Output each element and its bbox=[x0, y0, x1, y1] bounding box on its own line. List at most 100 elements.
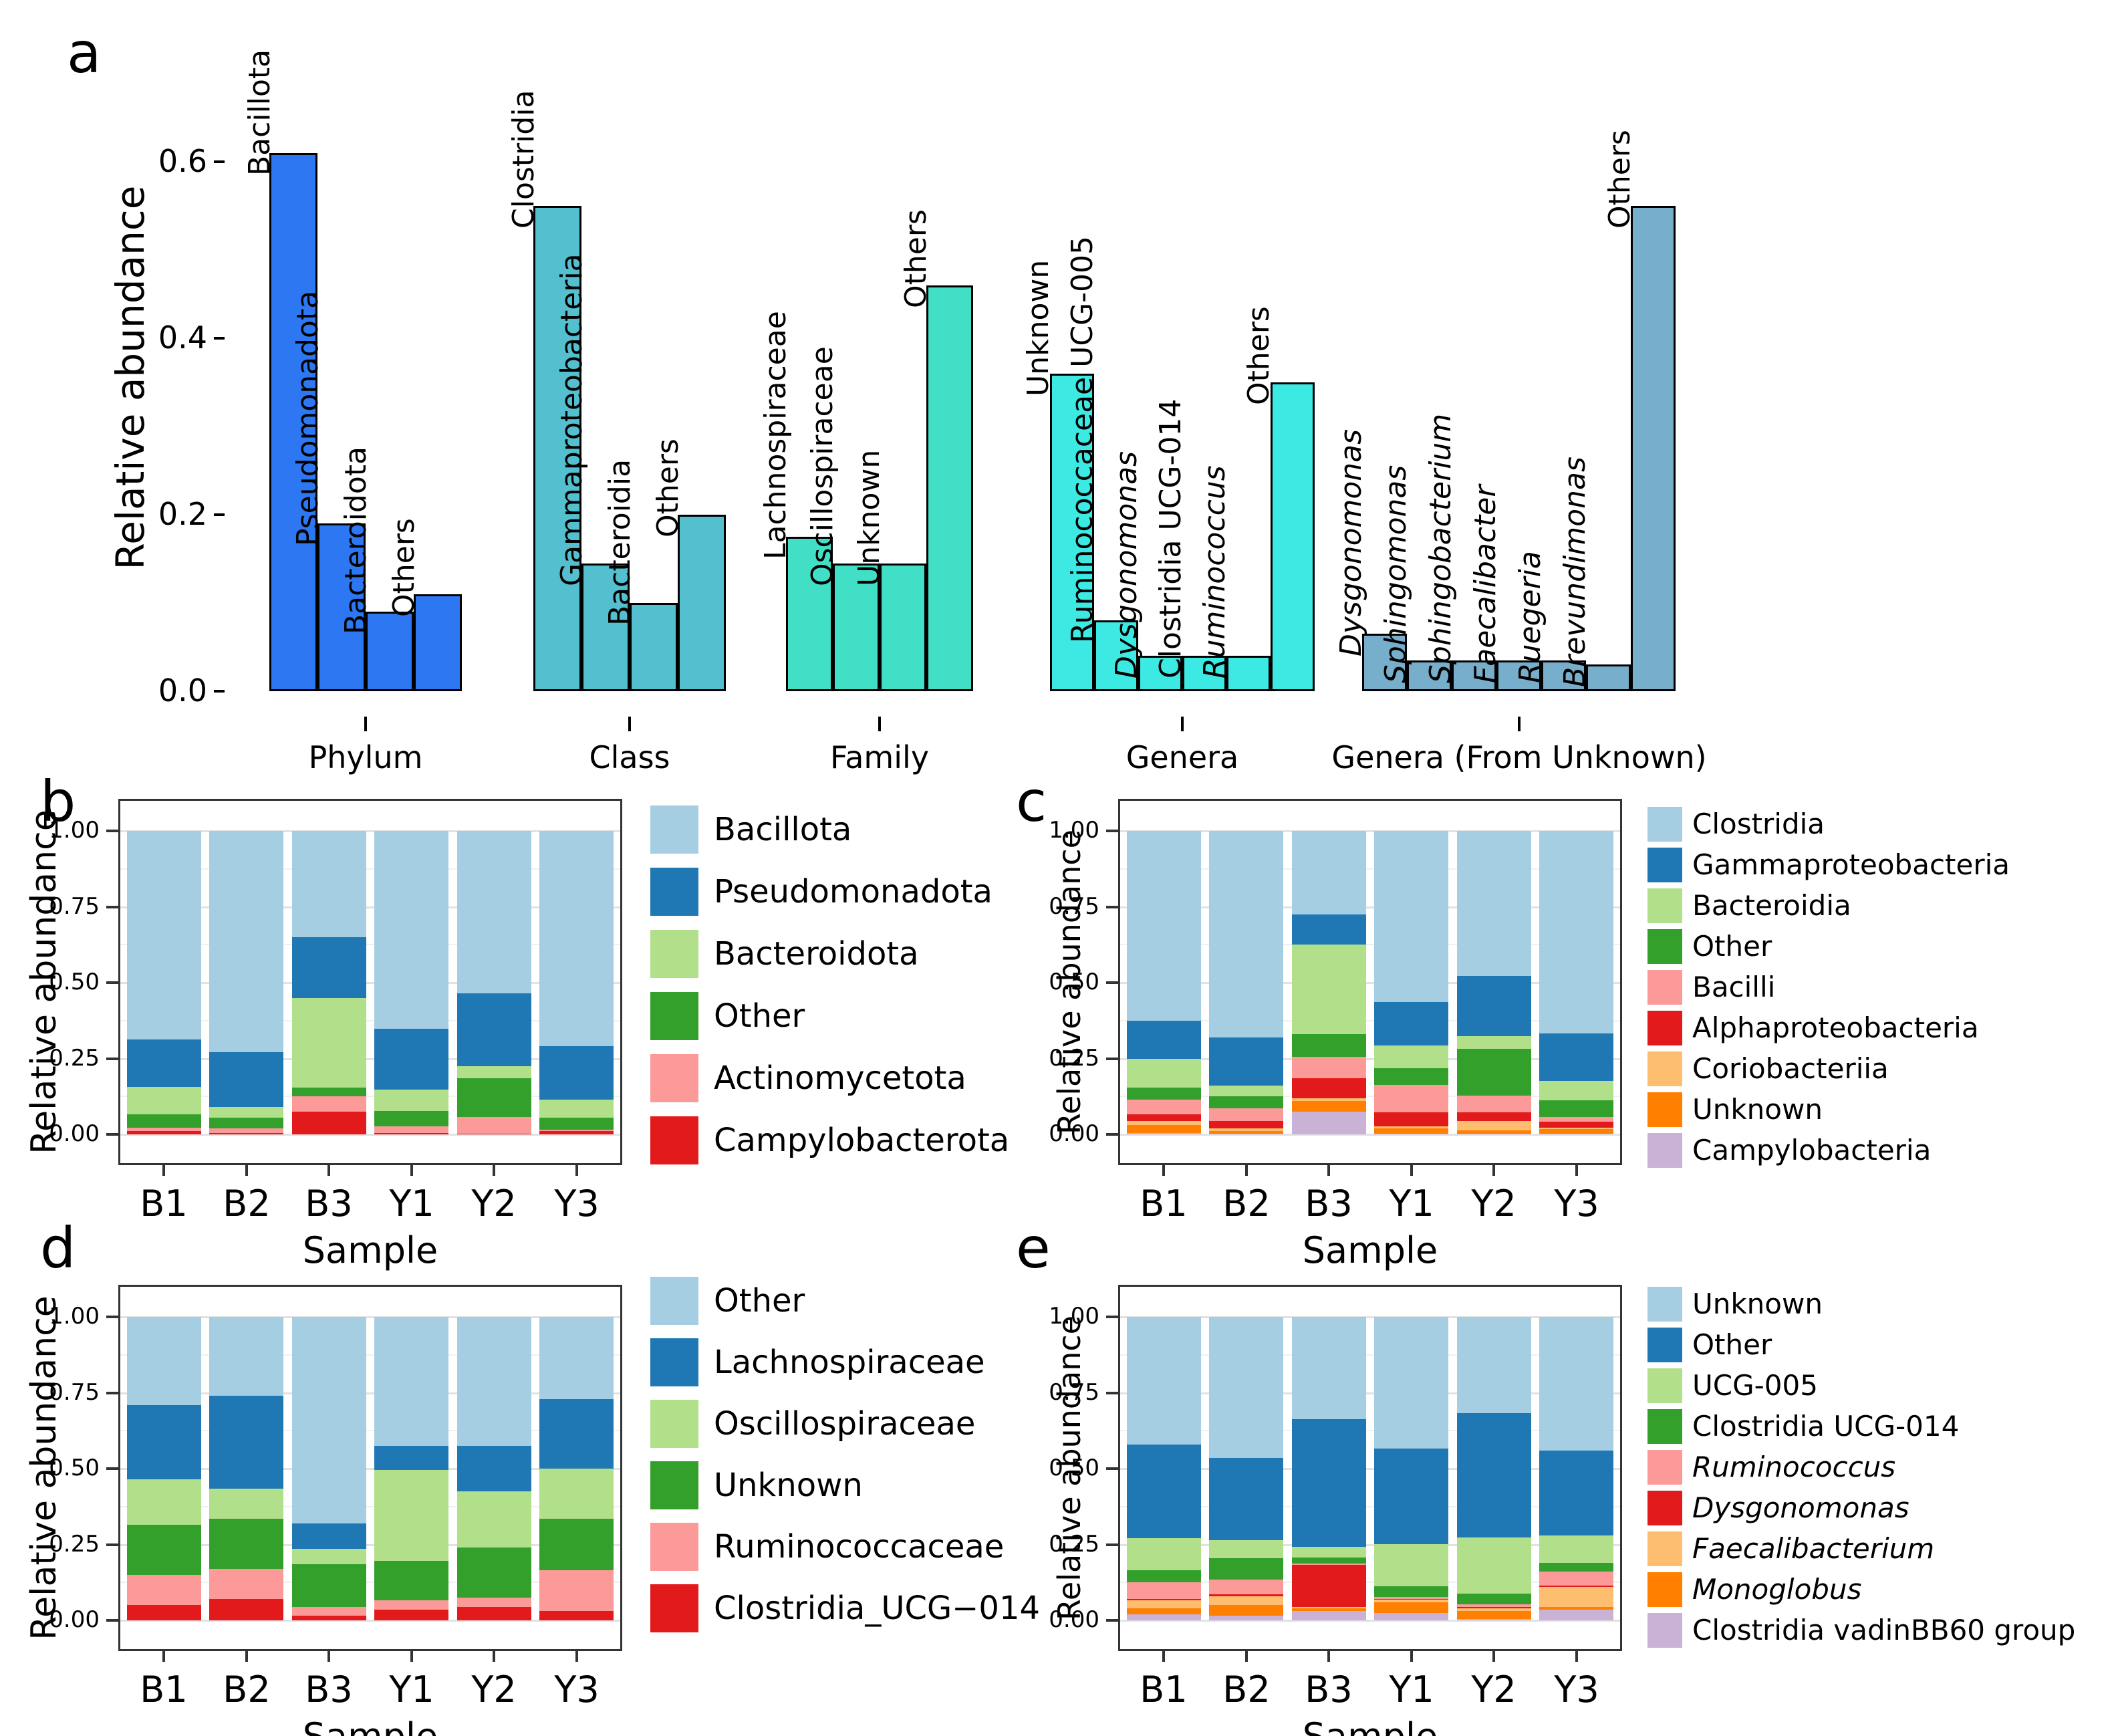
panel-d-major-gridline bbox=[120, 1316, 620, 1318]
legend-e-swatch-clostridia-vadinbb60-group bbox=[1647, 1613, 1682, 1648]
panel-e-bar-B1-segment-unknown bbox=[1127, 1317, 1201, 1445]
panel-a-x-tick-mark bbox=[1518, 717, 1521, 731]
panel-a-bar-label: Others bbox=[387, 518, 421, 617]
panel-e-bar-Y3-segment-ruminococcus bbox=[1539, 1572, 1613, 1586]
panel-d-x-tick-mark bbox=[575, 1651, 578, 1662]
panel-c-y-tick-mark bbox=[1106, 1133, 1118, 1136]
panel-d-y-tick-label: 1.00 bbox=[49, 1303, 100, 1330]
panel-d-bar-Y3-segment-oscillospiraceae bbox=[539, 1469, 614, 1519]
panel-d-minor-gridline bbox=[120, 1582, 620, 1583]
panel-a-bar-others bbox=[1271, 382, 1315, 691]
legend-b-label-other: Other bbox=[714, 997, 805, 1035]
panel-c-bar-B1-segment-alphaproteobacteria bbox=[1127, 1114, 1201, 1121]
panel-d-bar-Y2-segment-oscillospiraceae bbox=[457, 1491, 531, 1547]
legend-e-label-dysgonomonas: Dysgonomonas bbox=[1692, 1491, 1909, 1524]
panel-e-bar-Y3-segment-clostridia-vadinbb60-group bbox=[1539, 1610, 1613, 1620]
panel-a-bar-label: Others bbox=[899, 209, 933, 308]
panel-c-bar-Y1-segment-other bbox=[1374, 1068, 1448, 1085]
panel-a-bar-label: Unknown bbox=[852, 449, 886, 586]
panel-a-bar-label: Sphingobacterium bbox=[1424, 413, 1458, 683]
panel-d-x-tick-mark bbox=[162, 1651, 165, 1662]
panel-d-bar-B2-segment-unknown bbox=[209, 1519, 283, 1569]
legend-d-label-other: Other bbox=[714, 1282, 805, 1320]
panel-c-x-tick-label-Y3: Y3 bbox=[1554, 1183, 1599, 1225]
panel-b-y-tick-mark bbox=[106, 906, 118, 908]
panel-a-bar-unknown bbox=[1050, 374, 1094, 691]
legend-b-label-bacillota: Bacillota bbox=[714, 811, 852, 848]
legend-b-label-bacteroidota: Bacteroidota bbox=[714, 935, 919, 973]
panel-c-x-tick-mark bbox=[1245, 1165, 1248, 1176]
panel-b-bar-B1-segment-bacteroidota bbox=[127, 1087, 201, 1114]
legend-d-label-ruminococcaceae: Ruminococcaceae bbox=[714, 1528, 1005, 1566]
panel-c-bar-Y3-segment-coriobacteriia bbox=[1539, 1128, 1613, 1129]
legend-e-label-ucg-005: UCG-005 bbox=[1692, 1369, 1818, 1402]
panel-c-y-tick-mark bbox=[1106, 1058, 1118, 1060]
panel-a-bar-dysgonomonas bbox=[1362, 634, 1407, 691]
panel-e-major-gridline bbox=[1120, 1316, 1620, 1318]
panel-b-bar-B2-segment-actinomycetota bbox=[209, 1128, 283, 1133]
panel-d-bar-Y1-segment-clostridia-ucg-014 bbox=[374, 1610, 448, 1620]
legend-b-swatch-bacillota bbox=[650, 805, 698, 854]
panel-d-y-tick-mark bbox=[106, 1316, 118, 1318]
panel-d-bar-B2-segment-oscillospiraceae bbox=[209, 1489, 283, 1519]
panel-d-plot-border bbox=[118, 1285, 622, 1651]
panel-a-bar-label: Dysgonomonas bbox=[1109, 451, 1144, 678]
panel-c-bar-Y2-segment-bacteroidia bbox=[1457, 1036, 1531, 1049]
panel-e-y-tick-label: 1.00 bbox=[1049, 1303, 1099, 1330]
panel-e-bar-B2-segment-clostridia-vadinbb60-group bbox=[1209, 1616, 1283, 1620]
panel-e-y-tick-label: 0.25 bbox=[1049, 1531, 1099, 1558]
panel-d-minor-gridline bbox=[120, 1506, 620, 1507]
panel-a-bar-unknown bbox=[880, 564, 926, 691]
panel-d-y-tick-label: 0.25 bbox=[49, 1531, 100, 1558]
panel-a-x-tick-mark bbox=[878, 717, 881, 731]
panel-c-bar-Y2-segment-clostridia bbox=[1457, 831, 1531, 976]
panel-b-bar-Y2-segment-pseudomonadota bbox=[457, 993, 531, 1066]
legend-d-swatch-ruminococcaceae bbox=[650, 1523, 698, 1571]
panel-c-major-gridline bbox=[1120, 1058, 1620, 1060]
panel-b-bar-B1-segment-pseudomonadota bbox=[127, 1039, 201, 1087]
panel-c-x-tick-label-B1: B1 bbox=[1140, 1183, 1188, 1225]
panel-a-bar-label: Bacillota bbox=[243, 49, 277, 176]
panel-c-y-tick-label: 0.00 bbox=[1049, 1120, 1099, 1147]
panel-c-major-gridline bbox=[1120, 982, 1620, 984]
panel-d-x-axis-title: Sample bbox=[203, 1715, 537, 1736]
panel-e-bar-B2-segment-unknown bbox=[1209, 1317, 1283, 1458]
panel-d-bar-Y2-segment-ruminococcaceae bbox=[457, 1598, 531, 1607]
panel-e-bar-Y3-segment-unknown bbox=[1539, 1317, 1613, 1451]
panel-e-x-tick-mark bbox=[1162, 1651, 1165, 1662]
panel-e-bar-Y1-segment-unknown bbox=[1374, 1317, 1448, 1449]
panel-e-x-tick-mark bbox=[1410, 1651, 1413, 1662]
panel-b-y-tick-label: 0.75 bbox=[49, 893, 100, 920]
panel-d-bar-Y3-segment-clostridia-ucg-014 bbox=[539, 1611, 614, 1620]
panel-b-bar-Y2-segment-actinomycetota bbox=[457, 1117, 531, 1134]
panel-e-minor-gridline bbox=[1120, 1354, 1620, 1356]
panel-b-bar-Y2-segment-bacillota bbox=[457, 831, 531, 993]
panel-b-bar-B2-segment-bacillota bbox=[209, 831, 283, 1052]
panel-a-bar-sphingomonas bbox=[1407, 660, 1452, 691]
legend-e-swatch-dysgonomonas bbox=[1647, 1491, 1682, 1525]
panel-b-x-tick-label-Y2: Y2 bbox=[471, 1183, 517, 1225]
panel-b-bar-B3-segment-bacillota bbox=[292, 831, 366, 937]
panel-c-bar-B3-segment-coriobacteriia bbox=[1292, 1098, 1366, 1101]
panel-e-bar-B1-segment-clostridia-vadinbb60-group bbox=[1127, 1614, 1201, 1620]
legend-c-swatch-coriobacteriia bbox=[1647, 1051, 1682, 1086]
legend-e-label-unknown: Unknown bbox=[1692, 1287, 1823, 1320]
panel-c-y-tick-label: 1.00 bbox=[1049, 817, 1099, 844]
panel-e-x-tick-label-Y2: Y2 bbox=[1471, 1668, 1516, 1711]
panel-a-bar-bacteroidia bbox=[630, 603, 678, 691]
panel-d-bar-B3-segment-unknown bbox=[292, 1564, 366, 1607]
panel-c-bar-B3-segment-campylobacteria bbox=[1292, 1112, 1366, 1134]
legend-c-swatch-gammaproteobacteria bbox=[1647, 848, 1682, 882]
panel-e-bar-B3-segment-other bbox=[1292, 1419, 1366, 1547]
panel-e-x-tick-mark bbox=[1327, 1651, 1330, 1662]
panel-d-x-tick-mark bbox=[493, 1651, 495, 1662]
panel-a-bar-label: Bacteroidia bbox=[603, 459, 637, 626]
panel-b-bar-Y1-segment-pseudomonadota bbox=[374, 1029, 448, 1090]
panel-e-bar-B1-segment-monoglobus bbox=[1127, 1608, 1201, 1614]
panel-e-bar-B2-segment-ruminococcus bbox=[1209, 1580, 1283, 1594]
panel-e-x-tick-label-Y3: Y3 bbox=[1554, 1668, 1599, 1711]
panel-e-bar-B3-segment-unknown bbox=[1292, 1317, 1366, 1419]
panel-c-bar-Y2-segment-bacilli bbox=[1457, 1096, 1531, 1112]
panel-d-x-tick-label-Y1: Y1 bbox=[389, 1668, 434, 1711]
panel-d-bar-B1-segment-lachnospiraceae bbox=[127, 1405, 201, 1479]
